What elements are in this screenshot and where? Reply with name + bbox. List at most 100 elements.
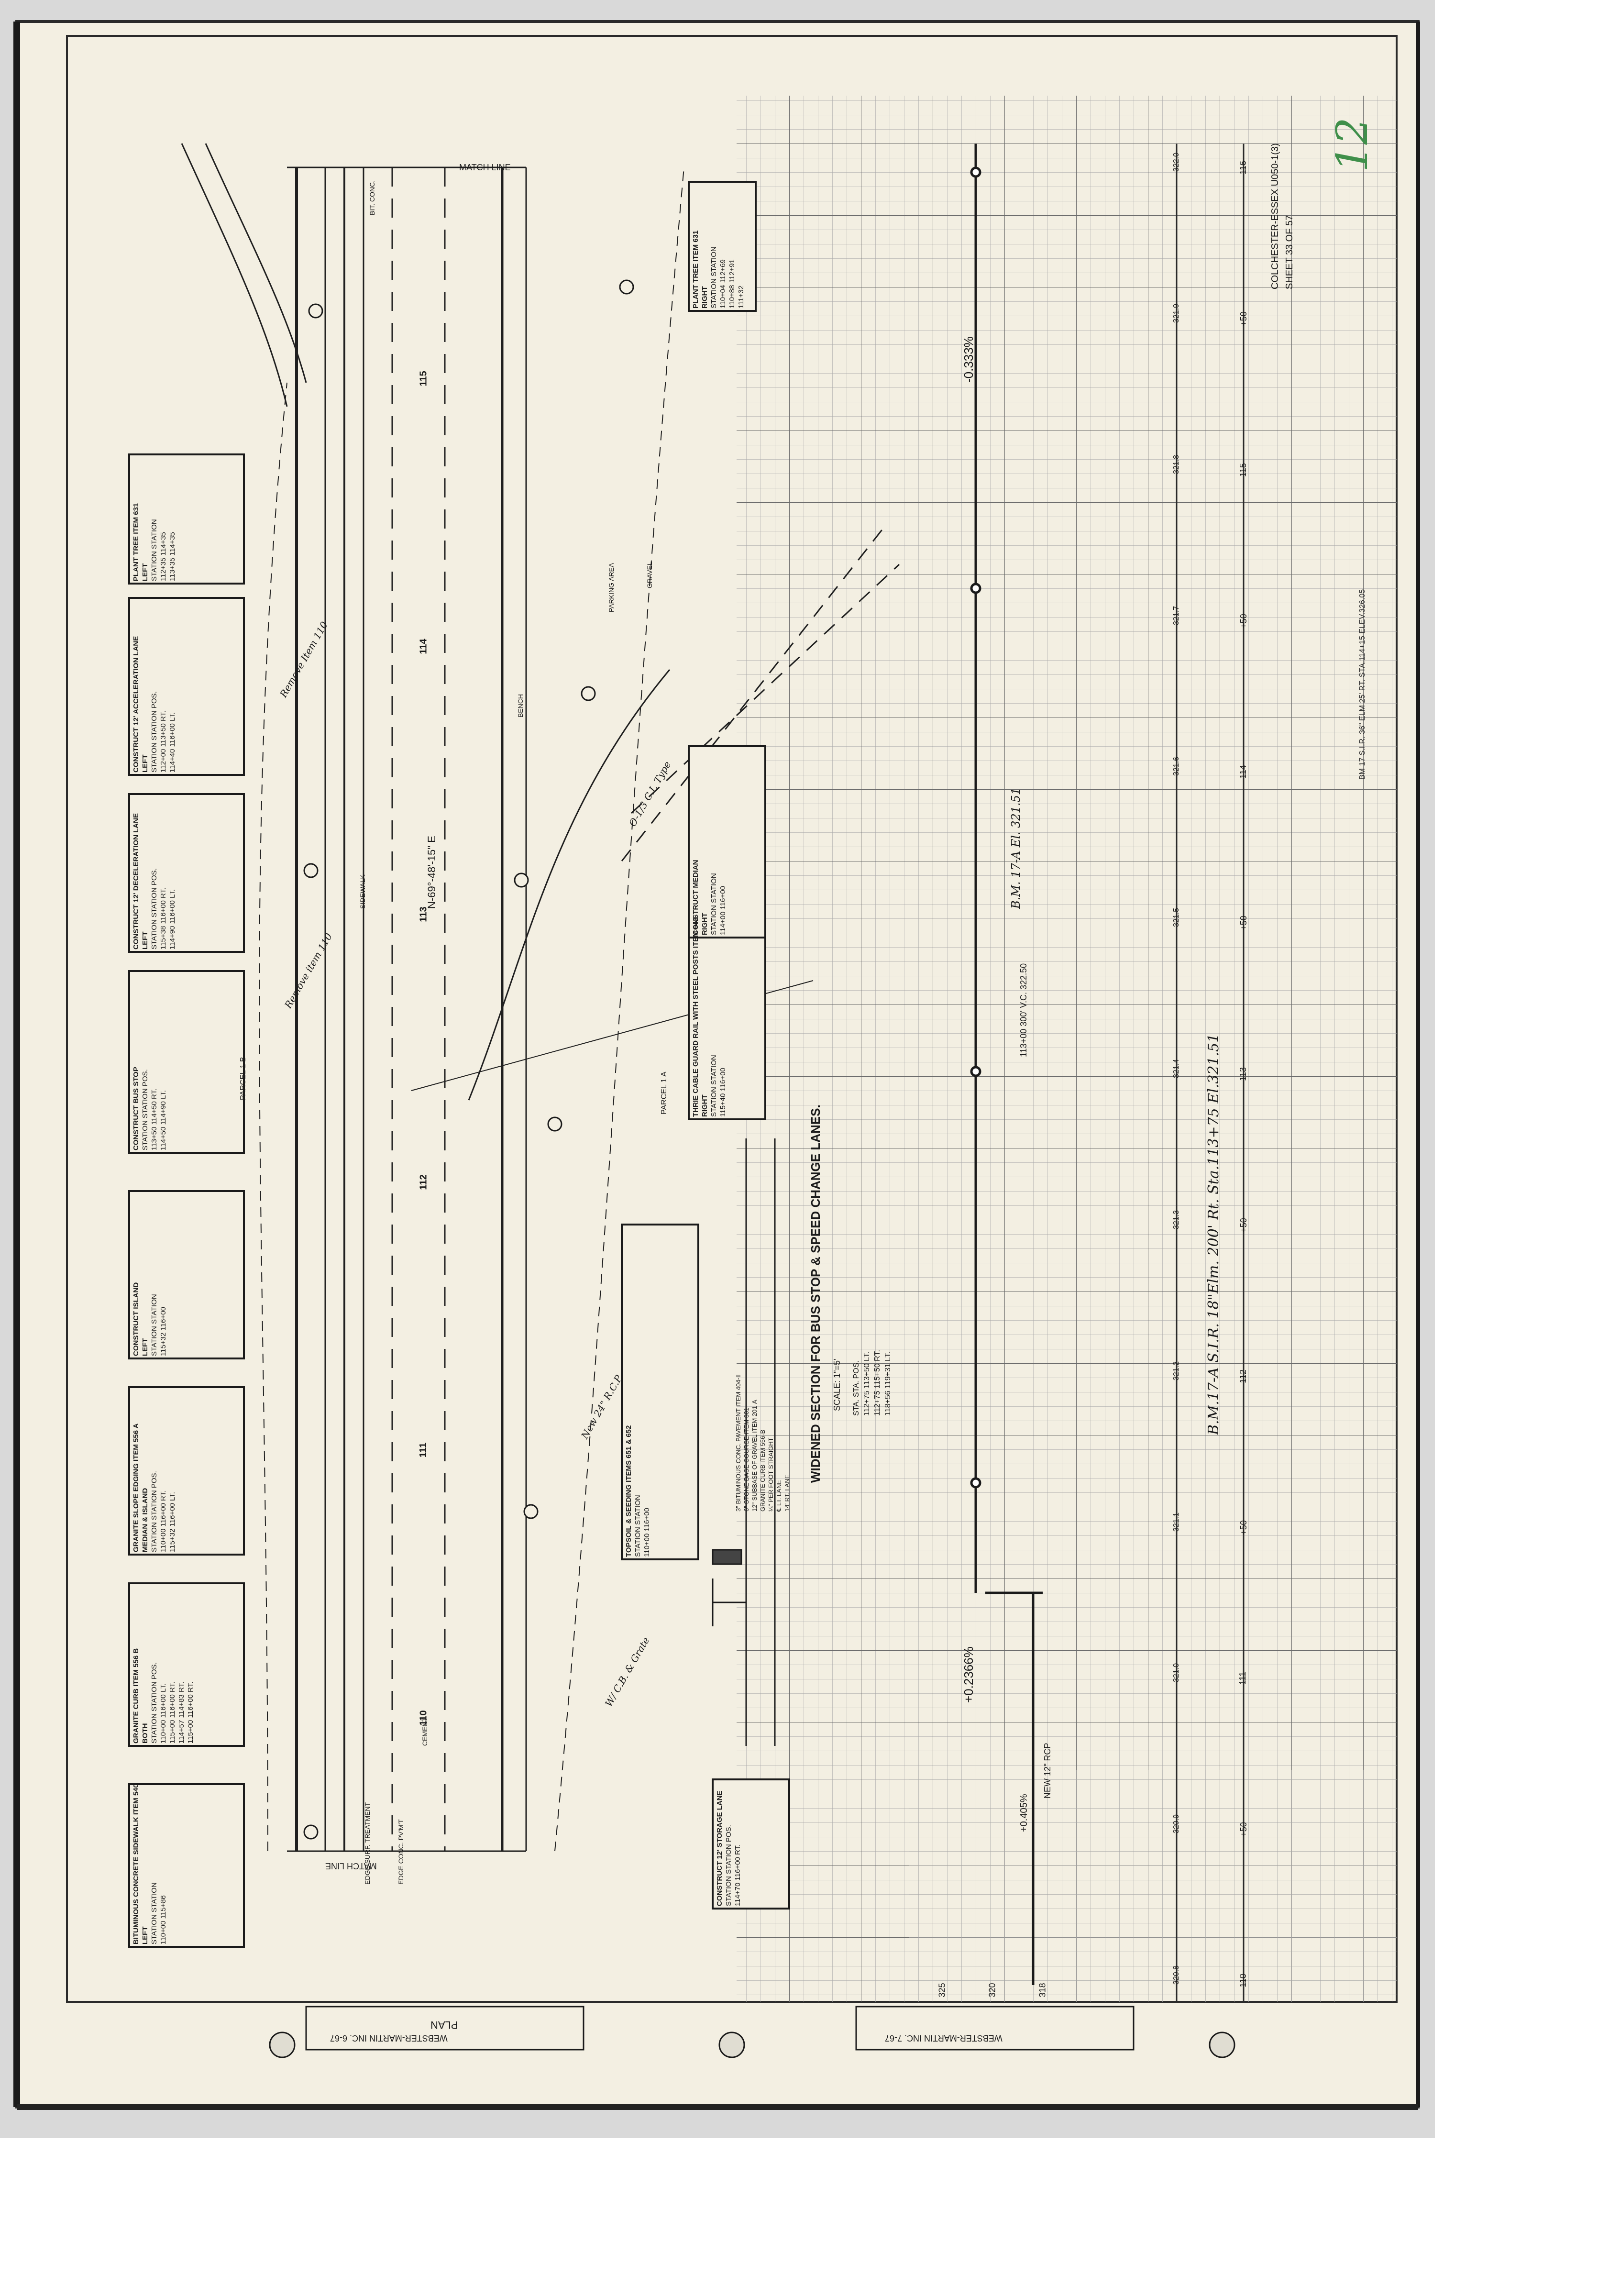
handwritten-page-number: 12 bbox=[1327, 117, 1378, 172]
section-note: 14' RT. LANE bbox=[783, 1474, 791, 1512]
section-note: 12" SUBBASE OF GRAVEL ITEM 201-A bbox=[751, 1400, 758, 1512]
table-header: STATION STATION POS. bbox=[150, 868, 158, 949]
profile-elevation-label: 321.3 bbox=[1172, 1210, 1181, 1229]
table-row: 114+40 116+00 LT. bbox=[168, 712, 176, 773]
table-side: LEFT bbox=[141, 563, 149, 582]
table-title: BITUMINOUS CONCRETE SIDEWALK ITEM 540 bbox=[132, 1784, 140, 1944]
table-header: STATION STATION bbox=[710, 1055, 718, 1117]
profile-station-label: 111 bbox=[1238, 1672, 1248, 1685]
section-row: 112+75 113+50 LT. bbox=[863, 1351, 871, 1416]
parcel-label: PARCEL 1 B bbox=[239, 1057, 247, 1100]
table-title: THRIE CABLE GUARD RAIL WITH STEEL POSTS … bbox=[692, 917, 700, 1117]
profile-station-label: 113 bbox=[1238, 1067, 1248, 1081]
profile-station-label: +50 bbox=[1238, 916, 1248, 930]
elev-325: 325 bbox=[937, 1983, 947, 1998]
plan-station-label: 112 bbox=[418, 1174, 429, 1190]
section-row: 118+56 119+31 LT. bbox=[884, 1351, 892, 1416]
plan-label: GRAVEL bbox=[646, 562, 653, 588]
match-line-top: MATCH LINE bbox=[459, 163, 511, 172]
profile-elevation-label: 322.0 bbox=[1172, 152, 1181, 172]
profile-elevation-label: 321.5 bbox=[1172, 908, 1181, 927]
table-title: CONSTRUCT ISLAND bbox=[132, 1282, 140, 1356]
section-title: WIDENED SECTION FOR BUS STOP & SPEED CHA… bbox=[808, 1104, 823, 1483]
table-header: STATION STATION POS. bbox=[150, 691, 158, 773]
table-side: RIGHT bbox=[701, 1094, 709, 1117]
bm-profile-label: B.M. 17-A El. 321.51 bbox=[1009, 787, 1023, 909]
plan-view bbox=[181, 143, 900, 1852]
profile-station-label: 112 bbox=[1238, 1369, 1248, 1383]
table-row: 110+88 112+91 bbox=[728, 259, 736, 309]
table-side: BOTH bbox=[141, 1723, 149, 1744]
firm-stamp-right: WEBSTER-MARTIN INC. 7-67 bbox=[885, 2033, 1003, 2043]
table-title: PLANT TREE ITEM 631 bbox=[692, 230, 700, 309]
cross-section-sketch bbox=[712, 1138, 776, 1746]
table-side: RIGHT bbox=[701, 286, 709, 309]
bearing-label: N-69°-48'-15" E bbox=[426, 836, 438, 909]
table-side: LEFT bbox=[141, 1926, 149, 1945]
profile-elevation-label: 321.0 bbox=[1172, 1663, 1181, 1683]
plan-label: CEMENT bbox=[421, 1717, 429, 1746]
quantity-table: THRIE CABLE GUARD RAIL WITH STEEL POSTS … bbox=[691, 917, 727, 1117]
table-title: TOPSOIL & SEEDING ITEMS 651 & 652 bbox=[625, 1425, 633, 1557]
table-row: 110+00 116+00 RT. bbox=[159, 1490, 167, 1552]
title-block bbox=[269, 2006, 1235, 2058]
section-table: STA. STA. POS.112+75 113+50 LT.112+75 11… bbox=[851, 1350, 893, 1416]
plan-label: EDGE SURF. TREATMENT bbox=[364, 1802, 371, 1885]
grade-label-3: +0.405% bbox=[1019, 1794, 1029, 1832]
table-title: GRANITE CURB ITEM 556 B bbox=[132, 1648, 140, 1744]
section-note: GRANITE CURB ITEM 556-B bbox=[759, 1429, 766, 1512]
profile-elevation-label: 320.9 bbox=[1172, 1814, 1181, 1834]
section-note: ¼" PER FOOT STRAIGHT bbox=[767, 1437, 774, 1512]
plan-label: SIDEWALK bbox=[359, 874, 366, 909]
table-row: 114+90 116+00 LT. bbox=[168, 889, 176, 949]
firm-stamp-left: WEBSTER-MARTIN INC. 6-67 bbox=[330, 2033, 448, 2043]
section-note: 3" BITUMINOUS CONC. PAVEMENT ITEM 404-II bbox=[735, 1374, 742, 1512]
profile-elevation-label: 320.8 bbox=[1172, 1965, 1181, 1985]
table-row: 112+00 113+50 RT. bbox=[159, 710, 167, 773]
table-row: 115+00 116+00 RT. bbox=[168, 1681, 176, 1744]
table-header: STATION STATION POS. bbox=[150, 1662, 158, 1744]
section-scale: SCALE: 1"=5' bbox=[832, 1358, 842, 1411]
plan-label: EDGE CONC. PV'M'T bbox=[397, 1819, 405, 1885]
vertical-curve-label: 113+00 300' V.C. 322.50 bbox=[1019, 963, 1028, 1057]
table-row: 113+35 114+35 bbox=[168, 532, 176, 581]
table-title: GRANITE SLOPE EDGING ITEM 556 A bbox=[132, 1423, 140, 1553]
section-note: ℄ LT. LANE bbox=[775, 1480, 782, 1512]
table-header: STATION STATION POS. bbox=[141, 1069, 149, 1150]
section-notes: 3" BITUMINOUS CONC. PAVEMENT ITEM 404-II… bbox=[734, 1374, 791, 1512]
table-title: CONSTRUCT 12' DECELERATION LANE bbox=[132, 813, 140, 949]
table-header: STATION STATION bbox=[150, 519, 158, 581]
table-row: 110+00 116+00 LT. bbox=[159, 1683, 167, 1744]
table-header: STATION STATION POS. bbox=[725, 1825, 733, 1906]
table-row: 115+32 116+00 bbox=[159, 1307, 167, 1356]
table-row: 110+00 115+86 bbox=[159, 1895, 167, 1944]
plan-label: PARKING AREA bbox=[607, 563, 615, 612]
profile-elevation-label: 321.9 bbox=[1172, 303, 1181, 323]
profile-station-label: 116 bbox=[1238, 161, 1248, 175]
profile-elevation-label: 321.4 bbox=[1172, 1059, 1181, 1079]
plan-label: PLAN bbox=[430, 2019, 458, 2031]
table-title: PLANT TREE ITEM 631 bbox=[132, 503, 140, 581]
table-title: CONSTRUCT 12' STORAGE LANE bbox=[716, 1790, 724, 1906]
elev-318: 318 bbox=[1037, 1983, 1047, 1998]
profile-grid bbox=[737, 96, 1397, 2002]
profile-elevation-label: 321.8 bbox=[1172, 454, 1181, 474]
profile-station-label: +50 bbox=[1238, 1520, 1248, 1535]
profile-elevation-label: 321.6 bbox=[1172, 757, 1181, 776]
table-header: STATION STATION bbox=[710, 246, 718, 309]
parcel-label: PARCEL 1 A bbox=[660, 1071, 668, 1115]
project-title: COLCHESTER-ESSEX U050-1(3) bbox=[1270, 143, 1280, 289]
profile-station-label: +50 bbox=[1238, 311, 1248, 326]
profile-axis bbox=[1176, 144, 1245, 2002]
table-row: 115+40 116+00 bbox=[719, 1068, 727, 1117]
table-row: 114+57 114+83 RT. bbox=[177, 1681, 186, 1744]
table-title: CONSTRUCT 12' ACCELERATION LANE bbox=[132, 636, 140, 773]
section-note: 6" STONE BASE COURSE ITEM 301 bbox=[743, 1407, 750, 1512]
section-row: 112+75 115+50 RT. bbox=[873, 1350, 882, 1416]
plan-station-label: 114 bbox=[418, 639, 429, 654]
